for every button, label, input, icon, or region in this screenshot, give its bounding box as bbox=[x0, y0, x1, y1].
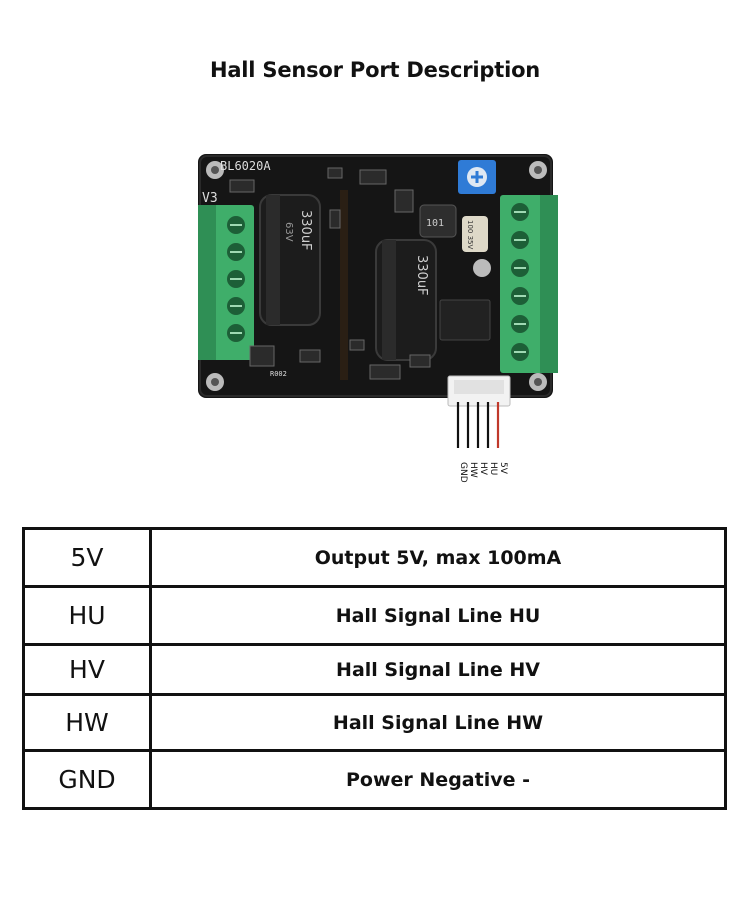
smd-components bbox=[229, 167, 431, 380]
port-pin: 5V bbox=[22, 527, 152, 588]
left-capacitor-label: 330uF bbox=[298, 210, 313, 251]
left-capacitor-voltage: 63V bbox=[283, 222, 294, 242]
wire-label-hw: HW bbox=[468, 462, 478, 478]
port-description: Hall Signal Line HU bbox=[149, 585, 727, 646]
board-version-label: V3 bbox=[202, 191, 218, 206]
wire-label-hu: HU bbox=[488, 462, 498, 475]
driver-board-photo: BL6020A V3 bbox=[190, 150, 570, 500]
mounting-hole-icon bbox=[206, 161, 547, 391]
port-pin: HU bbox=[22, 585, 152, 646]
hall-connector bbox=[447, 375, 511, 407]
right-capacitor-label: 330uF bbox=[414, 255, 429, 296]
hall-wires bbox=[456, 402, 500, 448]
port-description: Power Negative - bbox=[149, 749, 727, 810]
port-pin: HV bbox=[22, 643, 152, 696]
small-capacitor-label: 100 35V bbox=[466, 220, 474, 249]
left-terminal-block bbox=[198, 205, 254, 360]
port-description: Hall Signal Line HW bbox=[149, 693, 727, 752]
driver-ic bbox=[439, 299, 491, 341]
pcb-slot bbox=[340, 190, 348, 380]
potentiometer-icon bbox=[458, 160, 496, 194]
inductor: 101 bbox=[419, 204, 457, 238]
right-terminal-block bbox=[500, 195, 558, 373]
port-description: Output 5V, max 100mA bbox=[149, 527, 727, 588]
small-capacitor: 100 35V bbox=[462, 216, 491, 277]
left-capacitor: 330uF 63V bbox=[259, 194, 321, 326]
driver-board-illustration: BL6020A V3 bbox=[198, 154, 558, 483]
table-row: 5V Output 5V, max 100mA bbox=[22, 527, 727, 588]
hall-port-table: 5V Output 5V, max 100mA HU Hall Signal L… bbox=[22, 527, 727, 810]
board-model-label: BL6020A bbox=[220, 159, 271, 173]
resistor-label: R002 bbox=[270, 370, 287, 378]
table-row: HU Hall Signal Line HU bbox=[22, 585, 727, 646]
table-row: HV Hall Signal Line HV bbox=[22, 643, 727, 696]
right-capacitor: 330uF bbox=[375, 239, 437, 361]
port-pin: HW bbox=[22, 693, 152, 752]
table-row: HW Hall Signal Line HW bbox=[22, 693, 727, 752]
wire-label-5v: 5V bbox=[498, 462, 508, 475]
port-description: Hall Signal Line HV bbox=[149, 643, 727, 696]
inductor-label: 101 bbox=[426, 218, 444, 229]
wire-label-gnd: GND bbox=[458, 462, 468, 483]
wire-label-hv: HV bbox=[478, 462, 488, 476]
port-pin: GND bbox=[22, 749, 152, 810]
table-row: GND Power Negative - bbox=[22, 749, 727, 810]
page-title: Hall Sensor Port Description bbox=[209, 58, 541, 82]
